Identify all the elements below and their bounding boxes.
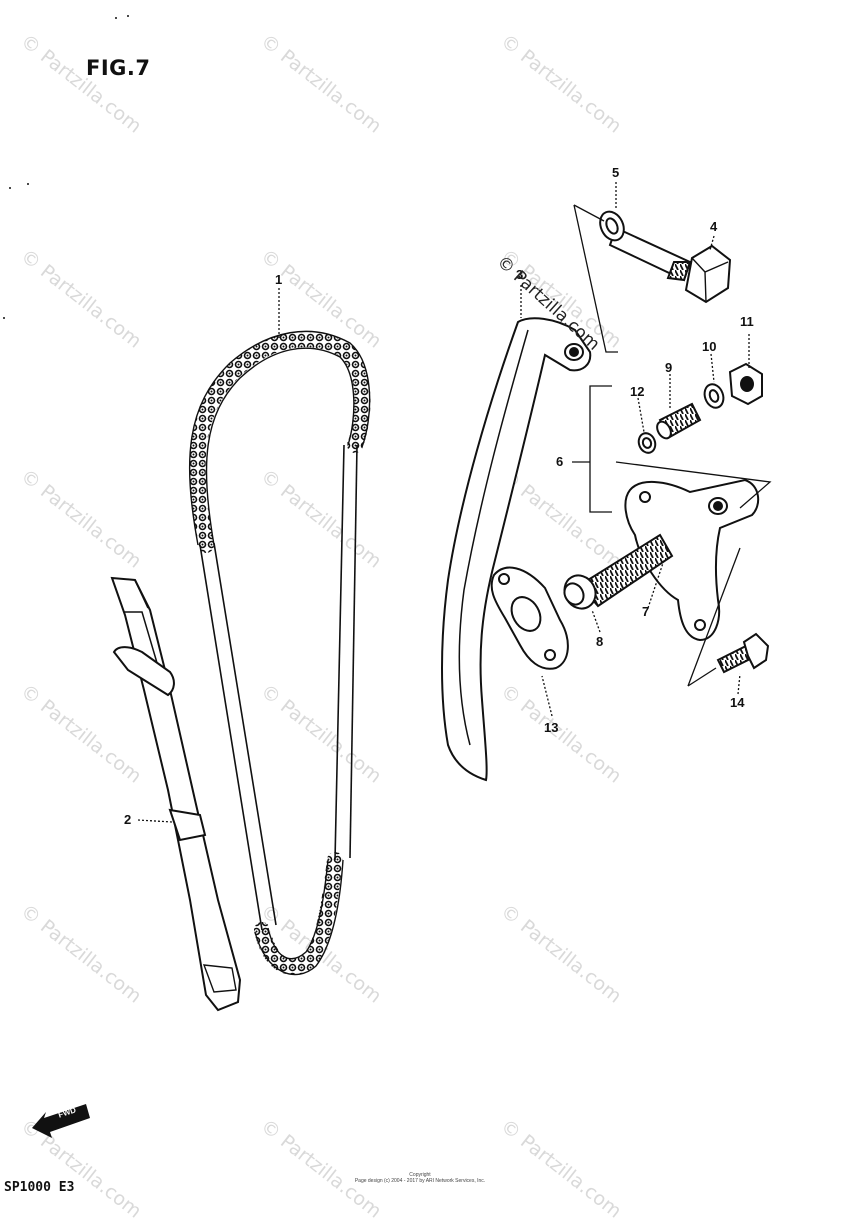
figure-title: FIG.7 [86,56,151,80]
chain-guide [110,576,242,1012]
callout-2: 2 [124,812,132,827]
bolt-14 [716,632,770,674]
tensioner-guide [441,317,592,782]
callout-13: 13 [544,720,559,735]
plunger-spring [563,533,674,610]
callout-10: 10 [702,339,717,354]
washer-5 [599,210,625,242]
fwd-arrow-icon [32,1104,90,1138]
callout-12: 12 [630,384,645,399]
callout-4: 4 [710,219,718,234]
leader-lines [137,182,772,823]
adjuster-bolt [656,402,702,440]
callout-5: 5 [612,165,620,180]
model-code: SP1000 E3 [4,1180,75,1195]
scan-specks [3,15,129,319]
callout-6: 6 [556,454,564,469]
washer-10 [703,383,725,409]
copyright-notice: Copyright Page design (c) 2004 - 2017 by… [354,1172,486,1184]
callout-8: 8 [596,634,604,649]
nut [728,362,763,406]
callout-14: 14 [730,695,745,710]
bolt [608,226,732,304]
callout-9: 9 [665,360,673,375]
callout-1: 1 [275,272,283,287]
o-ring [637,432,657,454]
callout-7: 7 [642,604,650,619]
gasket [490,566,569,670]
callout-11: 11 [740,314,754,329]
cam-chain [188,330,371,976]
callout-3: 3 [516,267,524,282]
